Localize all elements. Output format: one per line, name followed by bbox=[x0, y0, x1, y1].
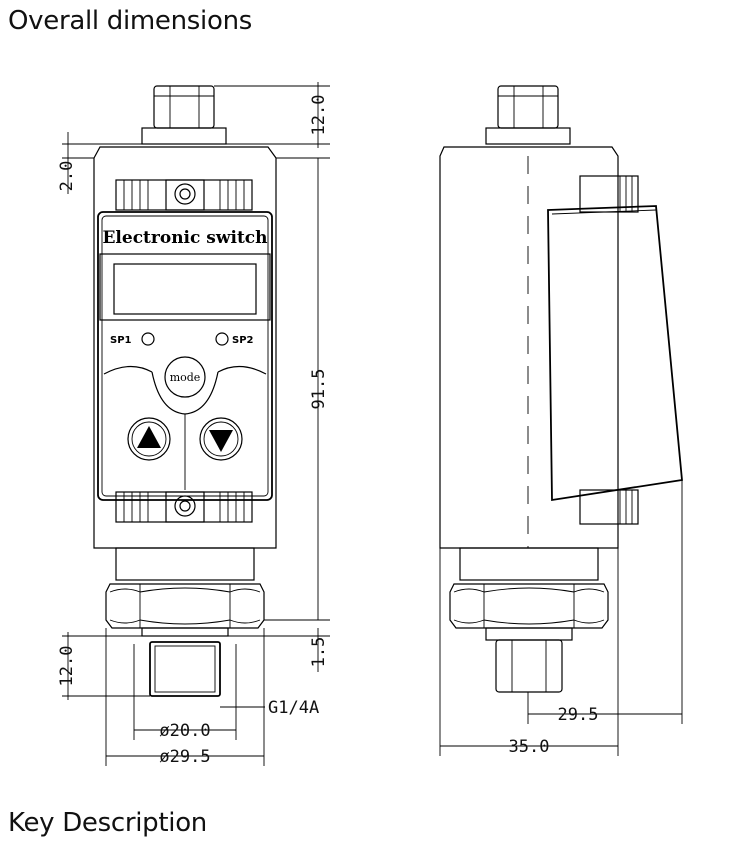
side-dimensions: 29.5 35.0 bbox=[439, 480, 683, 757]
front-hex-nut bbox=[105, 583, 265, 629]
sp2-label: SP2 bbox=[232, 335, 254, 346]
thread-spec: G1/4A bbox=[268, 698, 319, 718]
front-top-clip bbox=[115, 179, 253, 211]
side-hex-nut bbox=[449, 583, 609, 629]
dim-body-height: 91.5 bbox=[309, 369, 329, 410]
front-view: Electronic switch SP1 SP2 mode bbox=[93, 85, 277, 697]
front-bottom-screw-icon bbox=[174, 495, 196, 517]
side-view bbox=[439, 85, 683, 693]
front-thread bbox=[149, 641, 221, 697]
front-top-fitting bbox=[153, 85, 215, 129]
sp2-led-icon bbox=[215, 332, 229, 346]
side-main-body bbox=[439, 146, 619, 549]
front-bottom-clip bbox=[115, 491, 253, 523]
dim-bottom-thread: 12.0 bbox=[57, 646, 77, 687]
front-face-panel bbox=[97, 211, 273, 501]
dim-dia-inner: ø20.0 bbox=[159, 721, 210, 741]
side-top-fitting bbox=[497, 85, 559, 129]
front-top-screw-icon bbox=[174, 183, 196, 205]
up-arrow-icon bbox=[137, 426, 161, 448]
up-button[interactable] bbox=[127, 417, 171, 461]
front-top-collar bbox=[141, 127, 227, 145]
side-bottom-clip bbox=[579, 489, 639, 525]
dim-top-fitting: 12.0 bbox=[309, 95, 329, 136]
dim-top-gap: 2.0 bbox=[57, 161, 77, 192]
overall-dimensions-heading: Overall dimensions bbox=[8, 6, 253, 36]
device-label: Electronic switch bbox=[102, 228, 267, 248]
sp1-led-icon bbox=[141, 332, 155, 346]
sp1-label: SP1 bbox=[110, 335, 132, 346]
dim-dia-outer: ø29.5 bbox=[159, 747, 210, 767]
dim-side-width: 35.0 bbox=[509, 737, 550, 757]
front-dimensions: 12.0 2.0 91.5 1.5 12.0 G1/4A ø20.0 ø29.5 bbox=[57, 82, 330, 767]
down-button[interactable] bbox=[199, 417, 243, 461]
side-bottom-fitting bbox=[495, 639, 563, 693]
display-window bbox=[113, 263, 257, 315]
down-arrow-icon bbox=[209, 430, 233, 452]
side-face-wedge bbox=[547, 205, 683, 502]
mode-label: mode bbox=[170, 371, 201, 384]
display-bezel bbox=[99, 253, 271, 321]
mode-button[interactable] bbox=[164, 356, 206, 398]
front-neck bbox=[115, 547, 255, 581]
key-description-heading: Key Description bbox=[8, 808, 207, 838]
dim-side-depth: 29.5 bbox=[558, 705, 599, 725]
dim-bottom-gap: 1.5 bbox=[309, 637, 329, 668]
